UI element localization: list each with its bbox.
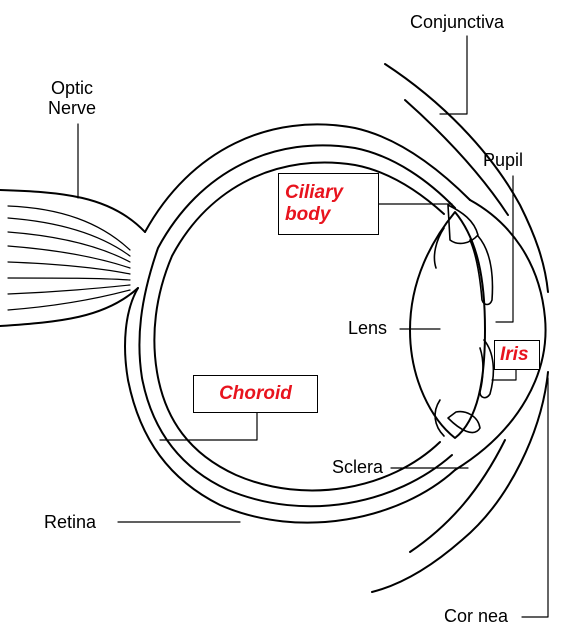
lens-shape [410,212,485,438]
pupil-label: Pupil [483,150,523,170]
cornea-leader [522,378,548,617]
iris-label-box: Iris [494,340,540,370]
conjunctiva-label: Conjunctiva [410,12,504,32]
conjunctiva-leader [440,36,467,114]
cornea-shape [455,200,546,470]
optic-nerve-shape [0,190,145,326]
choroid-label-box: Choroid [193,375,318,413]
retina-label: Retina [44,512,96,532]
choroid-leader [160,413,257,440]
iris-label: Iris [500,344,534,366]
sclera-label: Sclera [332,457,383,477]
conjunctiva-lower-shape [372,372,548,592]
optic-nerve-label-line1: Optic [48,78,96,98]
pupil-leader [496,176,513,322]
lens-label: Lens [348,318,387,338]
optic-nerve-label-line2: Nerve [48,98,96,118]
cornea-label: Cor nea [444,606,508,626]
choroid-label: Choroid [219,383,292,405]
ciliary-body-label-line2: body [285,204,372,226]
optic-nerve-label: Optic Nerve [48,78,96,118]
ciliary-body-label-line1: Ciliary [285,182,372,204]
ciliary-body-label-box: Ciliary body [278,173,379,235]
